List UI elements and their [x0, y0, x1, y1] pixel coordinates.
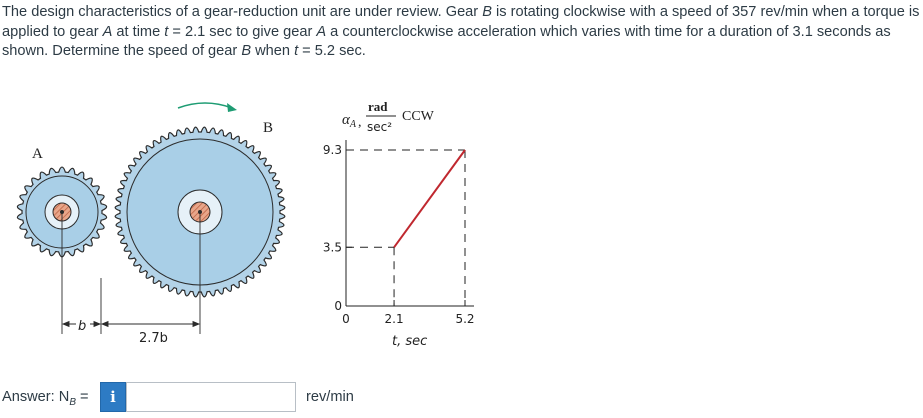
gear-b-label: B: [263, 120, 273, 136]
answer-row: Answer: NB = i rev/min: [0, 381, 923, 415]
dimension-27b-label: 2.7b: [139, 331, 168, 346]
info-button[interactable]: i: [100, 382, 126, 412]
answer-input[interactable]: [126, 382, 296, 412]
problem-statement: The design characteristics of a gear-red…: [2, 3, 920, 62]
y-unit-numerator: rad: [368, 99, 388, 114]
x-tick-label: 5.2: [455, 312, 474, 326]
y-unit-denominator: sec²: [367, 120, 392, 134]
y-tick-label: 0: [334, 299, 342, 313]
units-label: rev/min: [306, 389, 354, 405]
x-tick-label: 2.1: [385, 312, 404, 326]
problem-variable: B: [482, 4, 492, 20]
y-tick-label: 3.5: [323, 240, 342, 254]
alpha-series-line: [393, 149, 466, 248]
y-tick-label: 9.3: [323, 143, 342, 157]
dimension-b-label: b: [78, 319, 86, 334]
problem-text: when: [251, 43, 295, 59]
gear-a-label: A: [32, 146, 43, 162]
gear-reduction-figure: B A b 2.7b αA , rad sec² CCW 9.3 3.5 00 2.1…: [16, 99, 475, 349]
acceleration-graph: αA , rad sec² CCW 9.3 3.5 00 2.1 5.2 t, sec: [323, 99, 475, 349]
problem-text: at time: [112, 23, 165, 40]
problem-variable: B: [241, 43, 252, 59]
problem-variable: A: [316, 23, 327, 40]
problem-variable: t: [164, 23, 169, 40]
answer-label: Answer: NB =: [2, 389, 89, 408]
direction-label: CCW: [402, 109, 435, 124]
x-axis-label: t, sec: [392, 334, 427, 349]
problem-text: a counterclockwise acceleration which va…: [2, 23, 891, 60]
problem-text: The design characteristics of a gear-red…: [2, 4, 483, 20]
problem-variable: A: [102, 23, 113, 40]
problem-text: is rotating clockwise with a speed of 35…: [2, 4, 920, 40]
rotation-arrow-icon: [177, 102, 237, 112]
problem-text: = 5.2 sec.: [298, 43, 366, 59]
dimension-lines: [61, 212, 201, 334]
info-icon: i: [110, 388, 116, 406]
problem-variable: t: [294, 43, 299, 59]
svg-text:,: ,: [358, 115, 362, 130]
y-axis-symbol: αA: [342, 112, 357, 130]
x-tick-label: 0: [342, 312, 350, 326]
problem-text: = 2.1 sec to give gear: [168, 23, 317, 40]
